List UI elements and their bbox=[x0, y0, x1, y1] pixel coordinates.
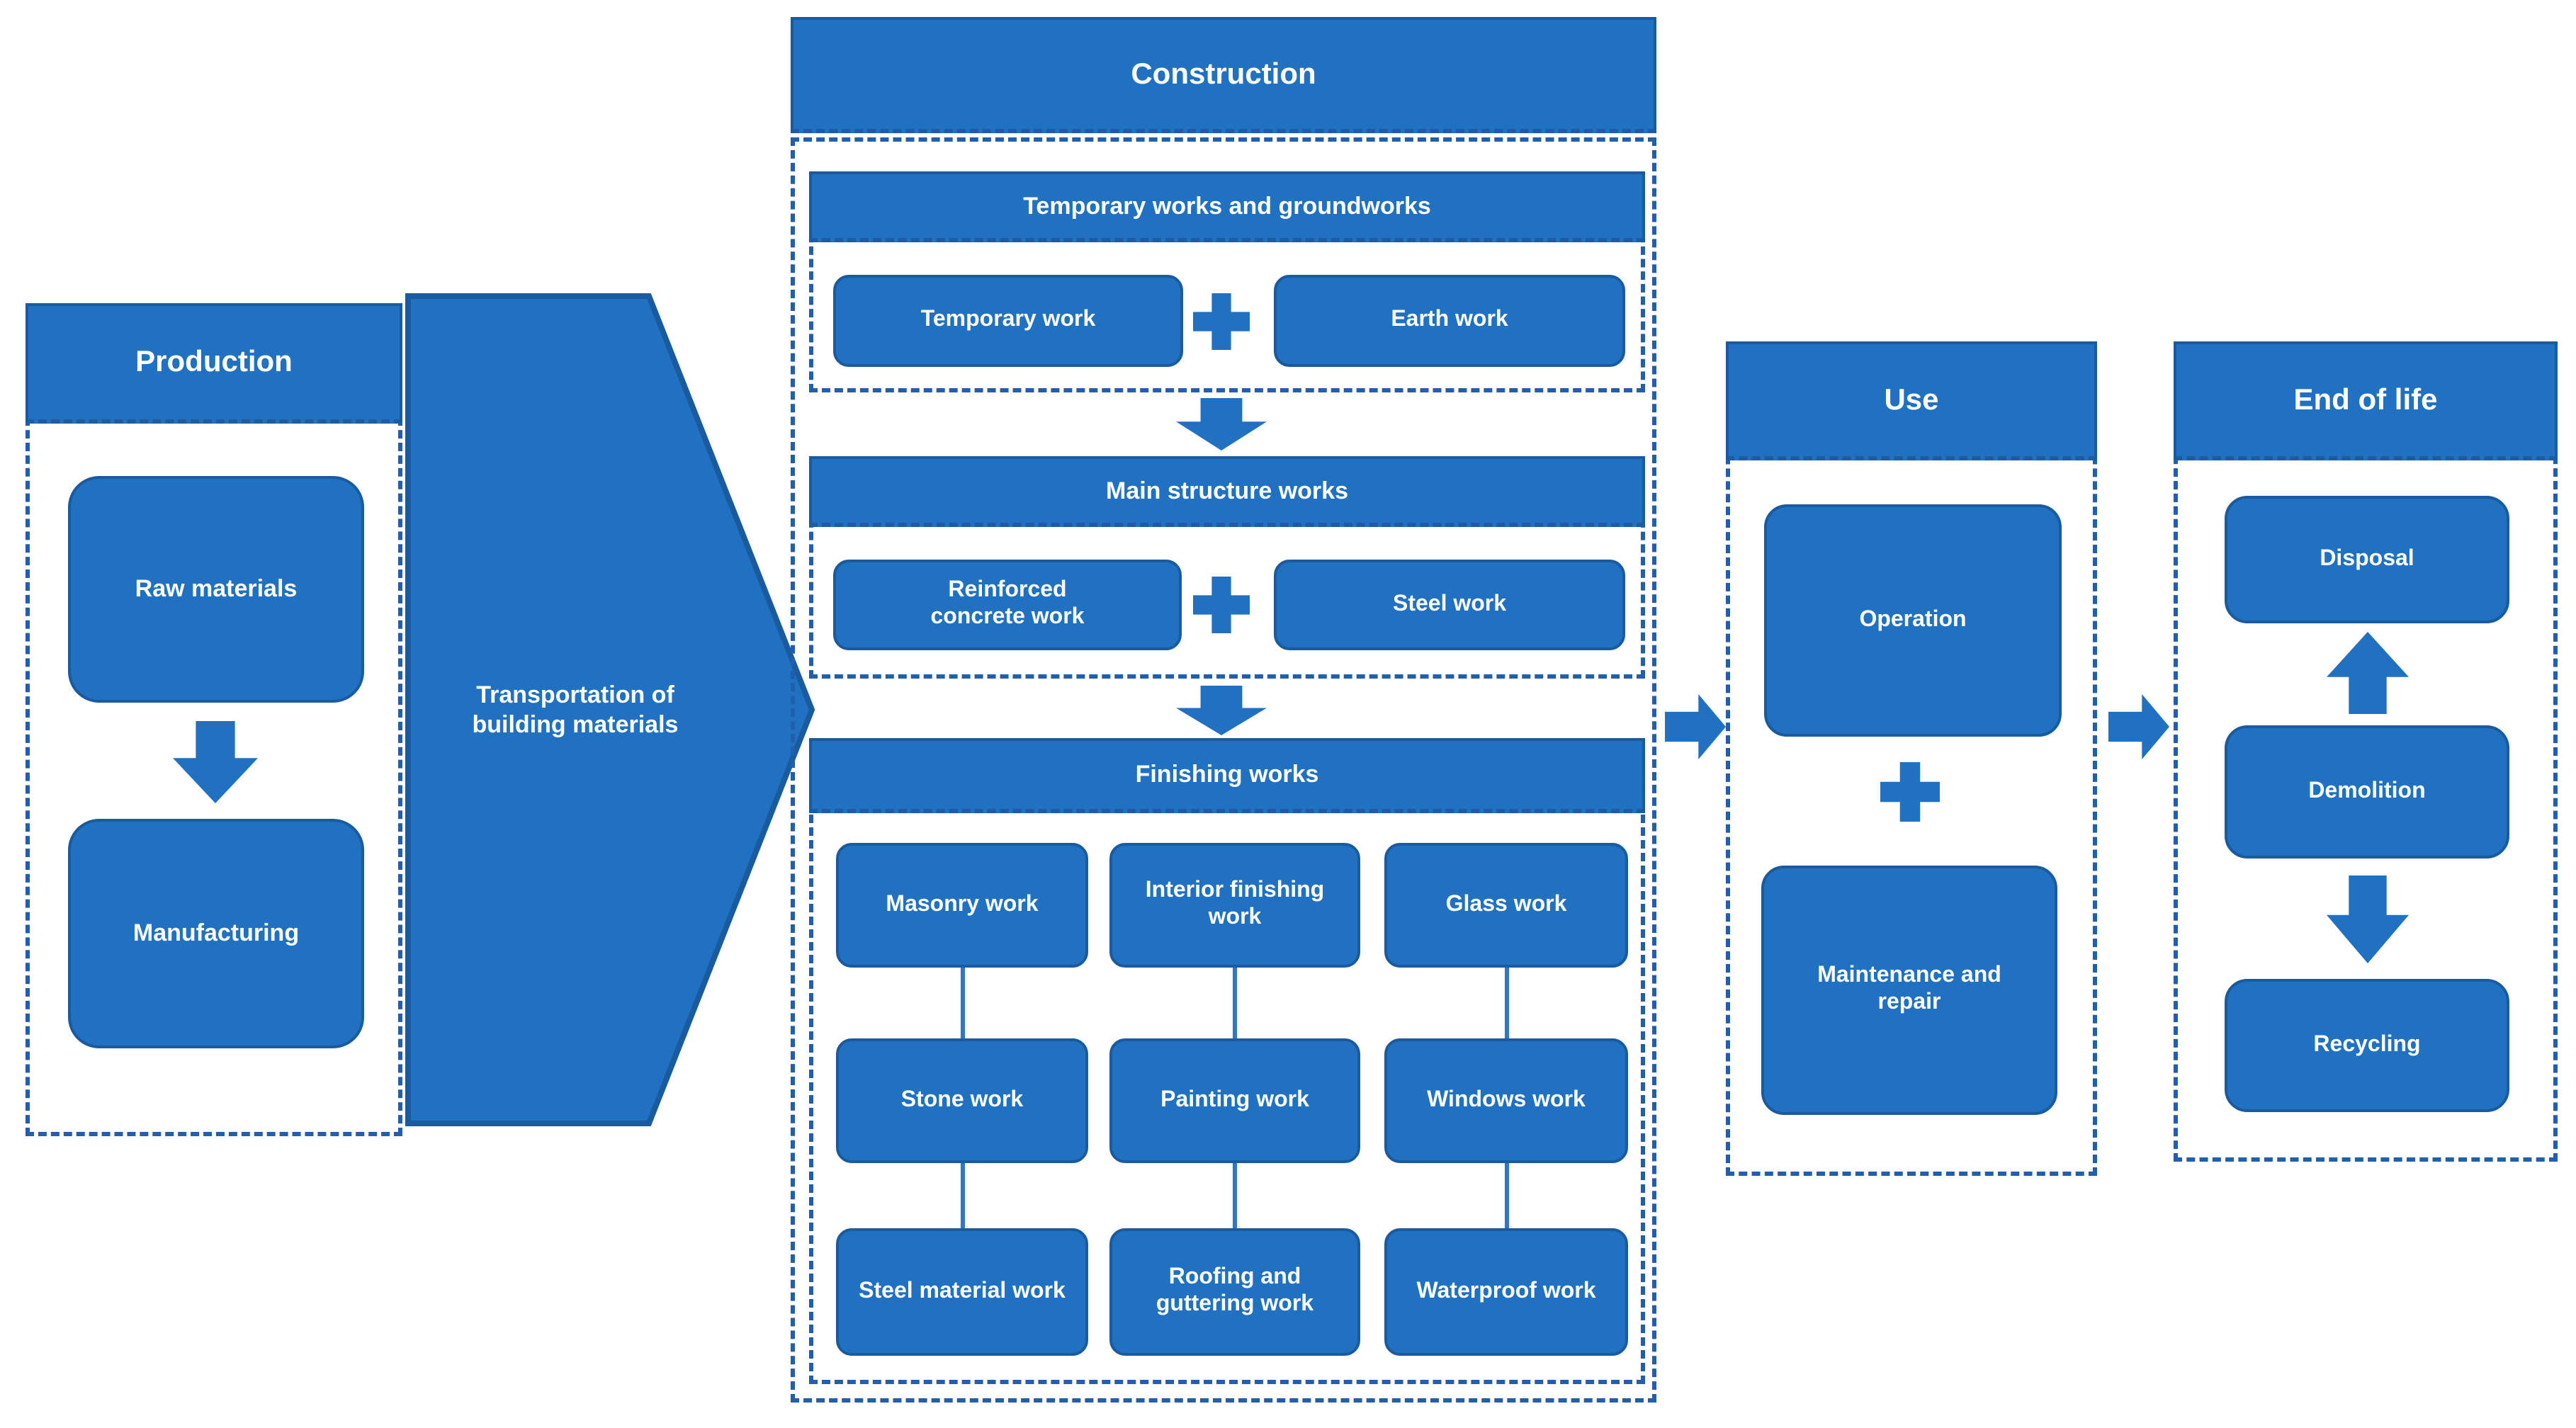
main-structure-bar: Main structure works bbox=[809, 456, 1645, 527]
node-raw-materials: Raw materials bbox=[68, 476, 364, 703]
construction-container bbox=[791, 137, 1656, 1402]
node-disposal: Disposal bbox=[2225, 496, 2509, 623]
construction-header: Construction bbox=[791, 17, 1656, 133]
production-header: Production bbox=[26, 303, 402, 424]
connector-line bbox=[1505, 966, 1509, 1040]
use-header: Use bbox=[1726, 341, 2097, 460]
node-waterproof-work: Waterproof work bbox=[1384, 1228, 1628, 1356]
connector-line bbox=[961, 966, 965, 1040]
node-roofing-guttering-work: Roofing and guttering work bbox=[1109, 1228, 1360, 1356]
temporary-works-bar: Temporary works and groundworks bbox=[809, 171, 1645, 242]
node-recycling: Recycling bbox=[2225, 979, 2509, 1112]
finishing-works-bar: Finishing works bbox=[809, 738, 1645, 813]
node-windows-work: Windows work bbox=[1384, 1038, 1628, 1163]
connector-line bbox=[961, 1162, 965, 1230]
node-reinforced-concrete-work: Reinforced concrete work bbox=[833, 560, 1182, 650]
node-maintenance-and-repair: Maintenance and repair bbox=[1761, 866, 2057, 1115]
node-masonry-work: Masonry work bbox=[836, 843, 1088, 968]
node-earth-work: Earth work bbox=[1274, 275, 1625, 367]
transportation-arrow-icon bbox=[405, 293, 815, 1126]
right-arrow-icon bbox=[2108, 694, 2169, 759]
node-steel-material-work: Steel material work bbox=[836, 1228, 1088, 1356]
node-stone-work: Stone work bbox=[836, 1038, 1088, 1163]
node-manufacturing: Manufacturing bbox=[68, 819, 364, 1048]
end-of-life-title: End of life bbox=[2293, 383, 2438, 416]
use-title: Use bbox=[1884, 383, 1939, 416]
transportation-label: Transportation of building materials bbox=[472, 681, 679, 739]
node-temporary-work: Temporary work bbox=[833, 275, 1183, 367]
right-arrow-icon bbox=[1665, 694, 1726, 759]
node-painting-work: Painting work bbox=[1109, 1038, 1360, 1163]
connector-line bbox=[1233, 1162, 1237, 1230]
node-interior-finishing-work: Interior finishing work bbox=[1109, 843, 1360, 968]
connector-line bbox=[1505, 1162, 1509, 1230]
production-title: Production bbox=[135, 346, 293, 378]
node-operation: Operation bbox=[1764, 504, 2062, 737]
connector-line bbox=[1233, 966, 1237, 1040]
node-glass-work: Glass work bbox=[1384, 843, 1628, 968]
construction-title: Construction bbox=[1131, 57, 1316, 90]
node-demolition: Demolition bbox=[2225, 725, 2509, 858]
node-steel-work: Steel work bbox=[1274, 560, 1625, 650]
end-of-life-header: End of life bbox=[2174, 341, 2558, 460]
